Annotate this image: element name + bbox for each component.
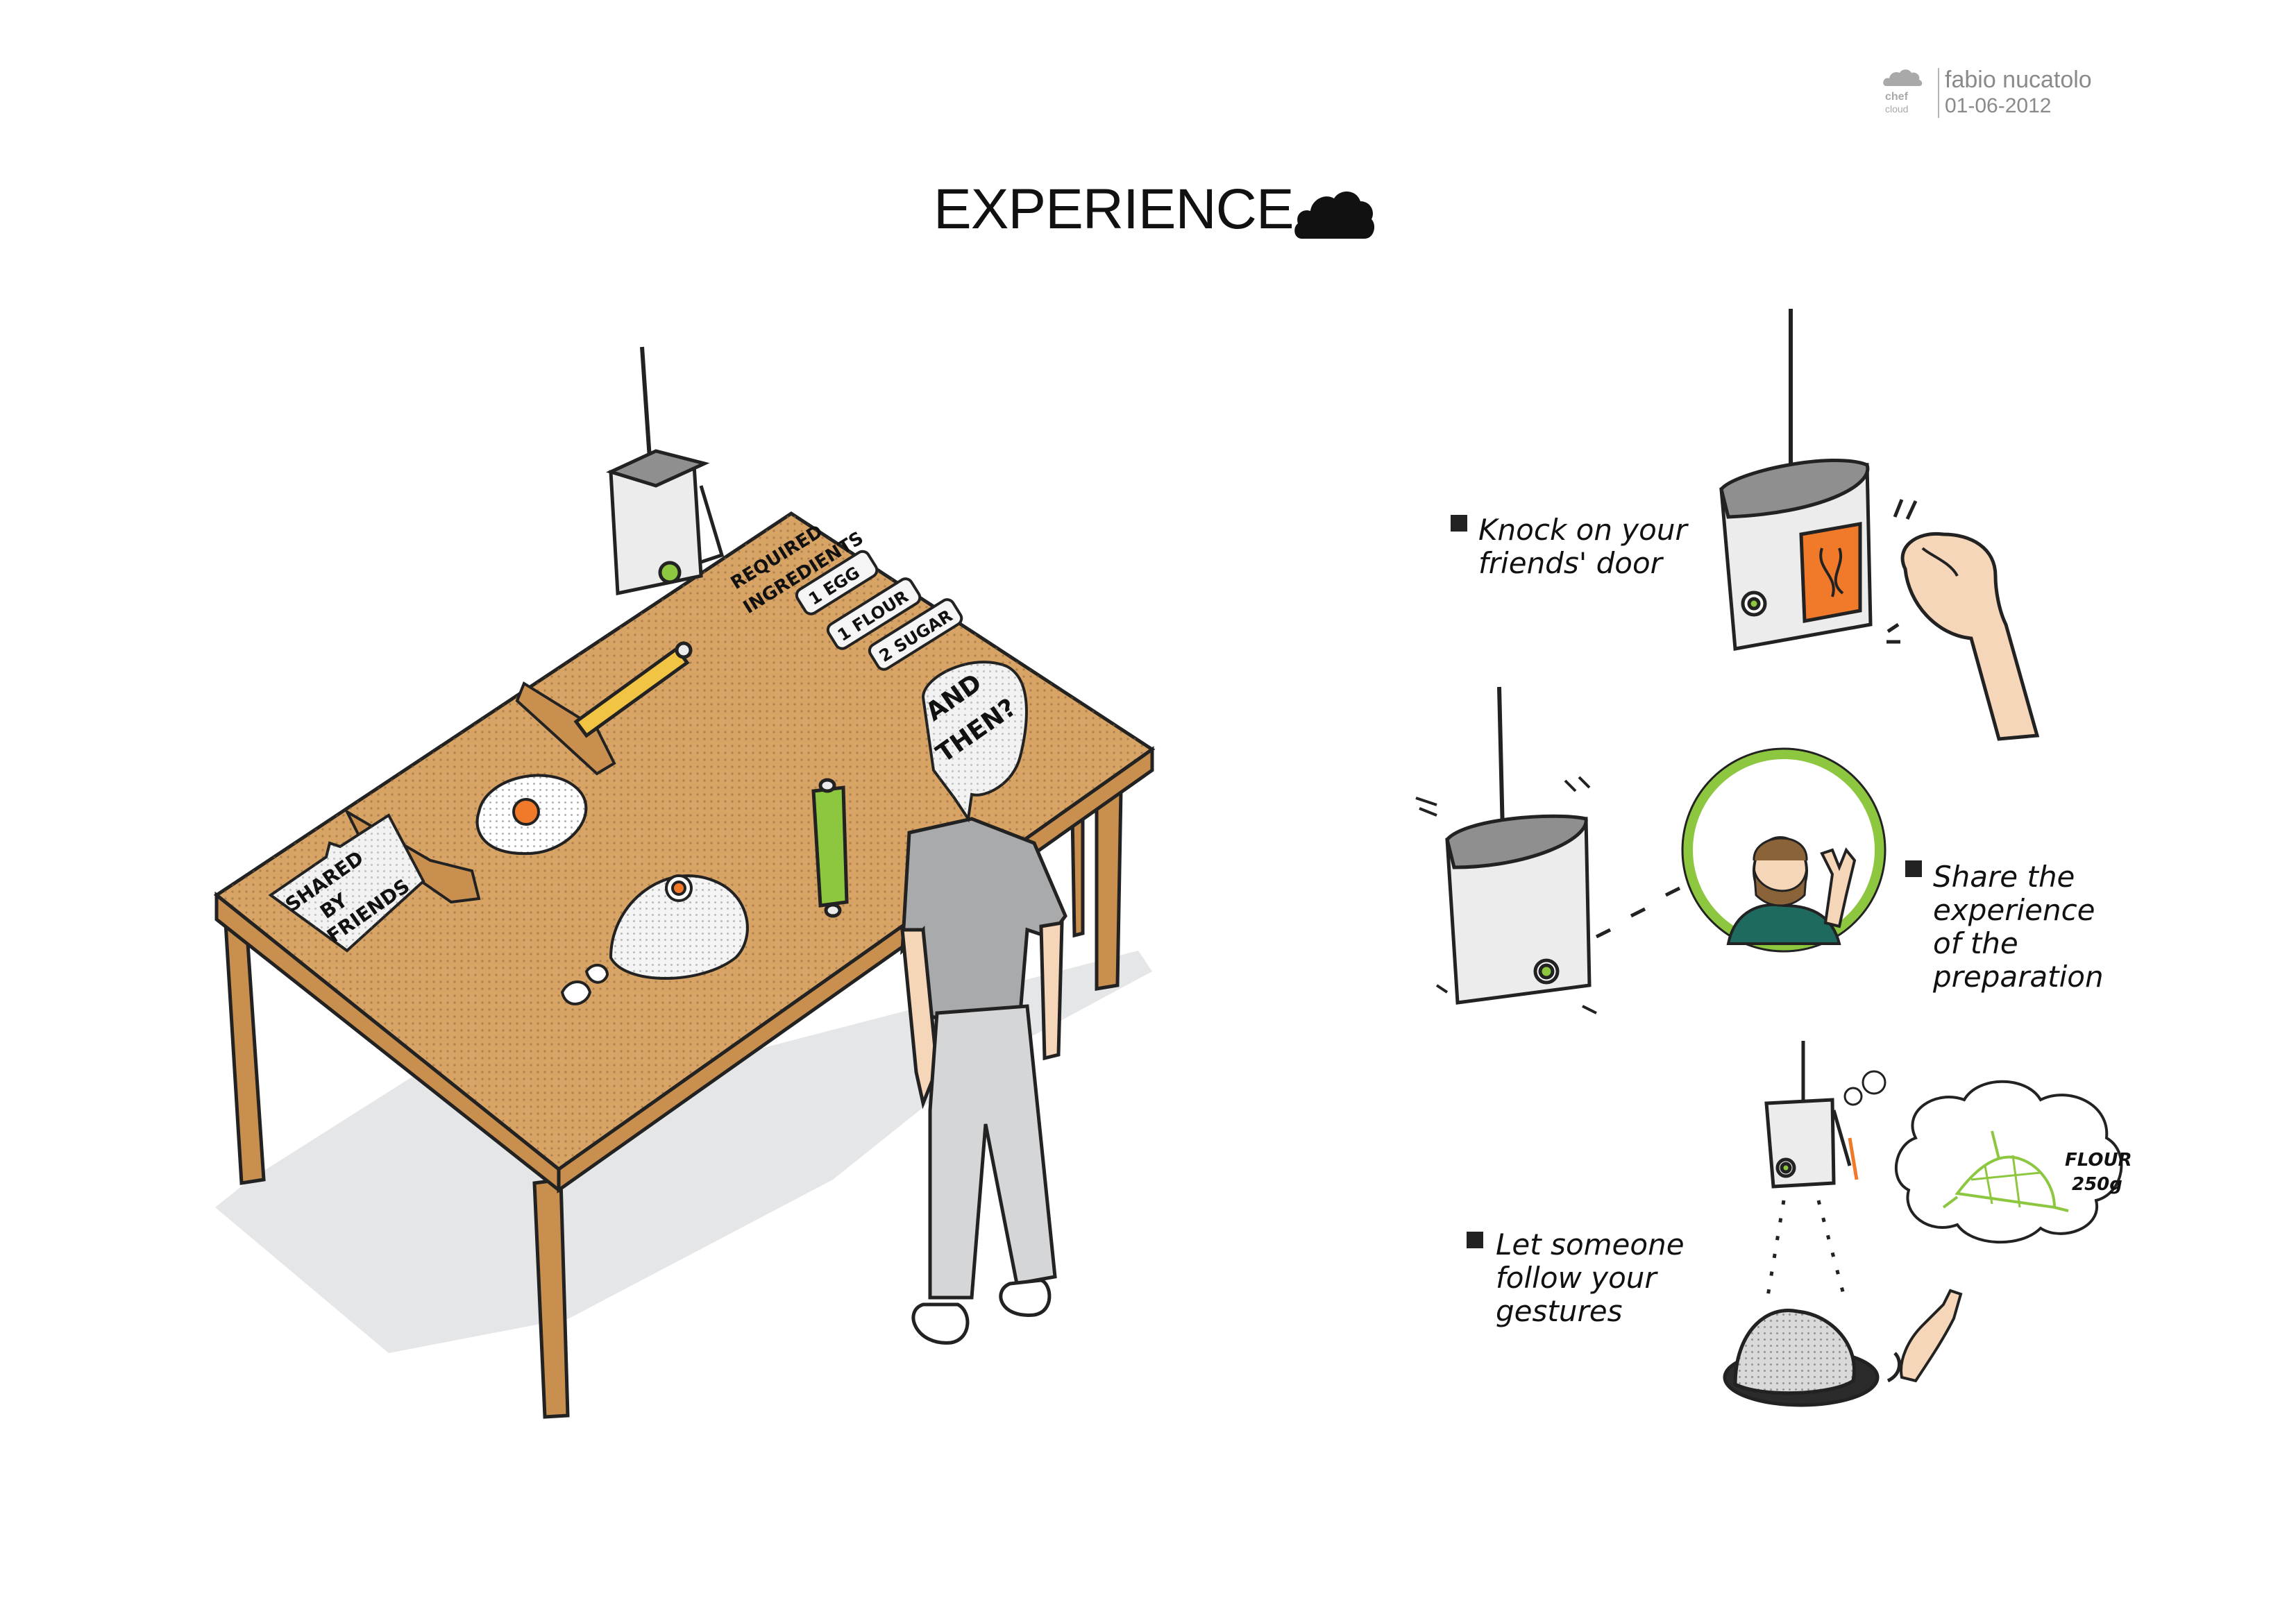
step2-line-1: Share the — [1933, 860, 2075, 894]
friend-video-circle — [1681, 747, 1886, 953]
egg-shells — [560, 964, 609, 1005]
date-label: 01-06-2012 — [1945, 94, 2052, 117]
step3-line-2: follow your — [1496, 1261, 1657, 1295]
step1-line-1: Knock on your — [1478, 513, 1687, 547]
thought-amount: 250g — [2072, 1174, 2122, 1195]
step2-device — [1415, 686, 1681, 1014]
person-standing — [900, 817, 1067, 1345]
cooked-egg — [475, 774, 588, 856]
step2-bullet — [1905, 860, 1922, 877]
step2-caption: Share the experience of the preparation — [1933, 860, 2104, 994]
brand-bottom: cloud — [1885, 103, 1908, 114]
chef-cloud-logo: chef cloud — [1883, 69, 1923, 114]
step1-caption: Knock on your friends' door — [1478, 513, 1687, 580]
rolling-pin-yellow — [573, 641, 693, 738]
flour-mound — [609, 874, 749, 980]
page-title: EXPERIENCE — [934, 178, 1294, 241]
step1-fist — [1900, 532, 2040, 741]
step2-line-4: preparation — [1933, 960, 2104, 994]
device-on-table — [606, 346, 725, 596]
step1-device — [1719, 309, 1918, 651]
step3-thought-cloud: FLOUR 250g — [1895, 1080, 2132, 1244]
step3-line-3: gestures — [1496, 1294, 1623, 1328]
step3-hand — [1900, 1289, 1963, 1383]
thought-label: FLOUR — [2065, 1150, 2132, 1171]
step1-line-2: friends' door — [1478, 546, 1662, 580]
author-name: fabio nucatolo — [1945, 67, 2092, 93]
brand-divider — [1938, 68, 1939, 118]
step3-bullet — [1467, 1232, 1483, 1248]
brand-top: chef — [1885, 91, 1909, 103]
step2-line-2: experience — [1933, 893, 2095, 927]
step3-caption: Let someone follow your gestures — [1496, 1228, 1685, 1328]
step1-bullet — [1451, 515, 1467, 532]
rolling-pin-green — [811, 778, 849, 918]
step3-line-1: Let someone — [1496, 1227, 1685, 1261]
step3-plate-flour — [1723, 1309, 1902, 1407]
step2-line-3: of the — [1933, 926, 2018, 960]
brand-header: chef cloud fabio nucatolo 01-06-2012 — [1881, 64, 2110, 126]
step3-device — [1764, 1041, 1886, 1305]
cloud-icon — [1294, 191, 1375, 239]
speech-bubble-head: AND THEN? — [921, 661, 1028, 823]
